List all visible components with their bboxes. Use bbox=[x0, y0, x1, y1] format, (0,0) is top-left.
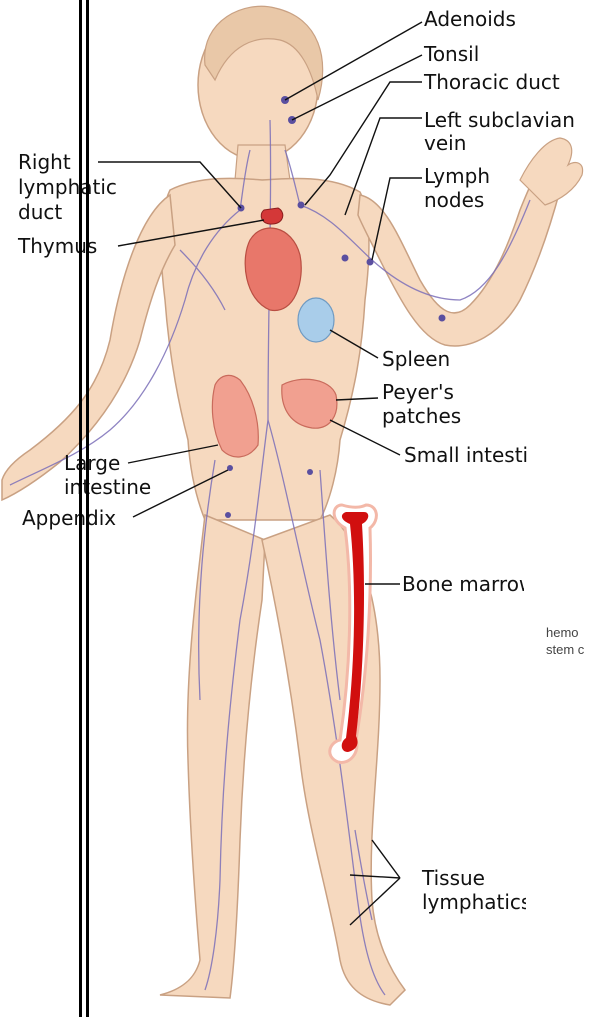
cropped-caption-line1: hemo bbox=[546, 625, 579, 641]
right-lymphatic-label-line3: duct bbox=[18, 200, 62, 224]
large-intestine-label-line2: intestine bbox=[64, 475, 151, 499]
thoracic-duct-label: Thoracic duct bbox=[424, 70, 560, 94]
left-subclavian-label-line2: vein bbox=[424, 131, 466, 155]
right-lymphatic-label-line1: Right bbox=[18, 150, 71, 174]
right-lymphatic-label-line2: lymphatic bbox=[18, 175, 117, 199]
peyers-label-line2: patches bbox=[382, 404, 461, 428]
tonsil-label: Tonsil bbox=[424, 42, 479, 66]
spleen-label: Spleen bbox=[382, 347, 450, 371]
adenoids-label: Adenoids bbox=[424, 7, 516, 31]
cropped-caption-line2: stem c bbox=[546, 642, 584, 658]
thymus-shape bbox=[261, 208, 283, 224]
lymph-nodes-label-line1: Lymph bbox=[424, 164, 490, 188]
small-intestine-label: Small intestine bbox=[404, 443, 528, 467]
peyers-label-line1: Peyer's bbox=[382, 380, 454, 404]
bone-marrow-label: Bone marrow bbox=[402, 572, 524, 596]
frame-bar-left bbox=[79, 0, 82, 1017]
large-intestine-label-line1: Large bbox=[64, 451, 120, 475]
spleen-shape bbox=[298, 298, 334, 342]
appendix-label: Appendix bbox=[22, 506, 116, 530]
frame-bar-right bbox=[86, 0, 89, 1017]
left-subclavian-label-line1: Left subclavian bbox=[424, 108, 575, 132]
tissue-lymphatics-label-line1: Tissue bbox=[422, 866, 485, 890]
tissue-lymphatics-label-line2: lymphatics bbox=[422, 890, 526, 914]
lymph-nodes-label-line2: nodes bbox=[424, 188, 484, 212]
